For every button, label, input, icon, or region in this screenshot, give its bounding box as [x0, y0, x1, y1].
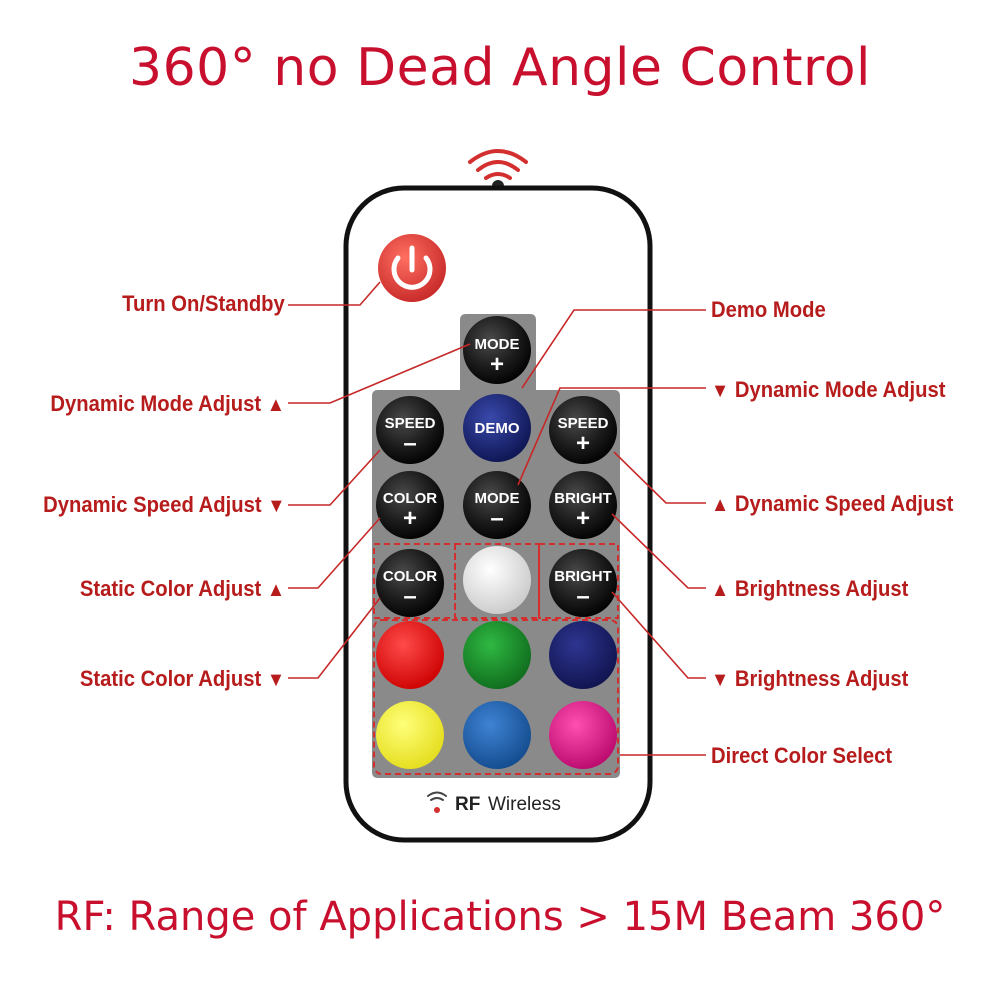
page-title: 360° no Dead Angle Control	[129, 38, 871, 98]
green-color-button[interactable]	[463, 621, 531, 689]
direct-color-region	[373, 619, 619, 775]
white-color-button[interactable]	[463, 546, 531, 614]
wireless-brand: Wireless	[488, 794, 561, 815]
color-minus-sign: –	[403, 583, 416, 610]
speed-minus-sign: –	[403, 430, 416, 457]
bright-plus-sign: +	[576, 505, 590, 532]
down-triangle-icon: ▼	[711, 380, 730, 402]
mode-plus-button[interactable]: MODE +	[463, 316, 531, 384]
bright-minus-sign: –	[576, 583, 589, 610]
down-triangle-icon: ▼	[266, 669, 285, 691]
red-color-button[interactable]	[376, 621, 444, 689]
static-color-region	[454, 543, 540, 619]
speed-plus-button[interactable]: SPEED +	[549, 396, 617, 464]
demo-button[interactable]: DEMO	[463, 394, 531, 462]
mode-plus-label: MODE	[475, 336, 520, 353]
color-plus-button[interactable]: COLOR +	[376, 471, 444, 539]
up-triangle-icon: ▲	[266, 394, 285, 416]
power-button[interactable]	[378, 234, 446, 302]
label-direct-color-select: Direct Color Select	[711, 743, 893, 768]
demo-label: DEMO	[475, 420, 520, 437]
label-dynamic-speed-up: ▲ Dynamic Speed Adjust	[711, 491, 954, 516]
yellow-color-button[interactable]	[376, 701, 444, 769]
mode-minus-sign: –	[490, 505, 503, 532]
mode-plus-sign: +	[490, 351, 504, 378]
label-static-color-down: Static Color Adjust ▼	[79, 666, 285, 691]
color-minus-label: COLOR	[383, 568, 437, 585]
up-triangle-icon: ▲	[266, 579, 285, 601]
page-footer: RF: Range of Applications > 15M Beam 360…	[54, 894, 946, 940]
navy-color-button[interactable]	[549, 621, 617, 689]
speed-minus-label: SPEED	[385, 415, 436, 432]
blue-color-button[interactable]	[463, 701, 531, 769]
bright-minus-button[interactable]: BRIGHT –	[549, 549, 617, 617]
signal-icon	[468, 149, 528, 180]
color-minus-button[interactable]: COLOR –	[376, 549, 444, 617]
up-triangle-icon: ▲	[711, 494, 730, 516]
speed-plus-sign: +	[576, 430, 590, 457]
up-triangle-icon: ▲	[711, 579, 730, 601]
speed-minus-button[interactable]: SPEED –	[376, 396, 444, 464]
label-brightness-up: ▲ Brightness Adjust	[711, 576, 909, 601]
label-dynamic-speed-down: Dynamic Speed Adjust ▼	[42, 492, 285, 517]
label-dynamic-mode-down: ▼ Dynamic Mode Adjust	[711, 377, 946, 402]
speed-plus-label: SPEED	[558, 415, 609, 432]
label-brightness-down: ▼ Brightness Adjust	[711, 666, 909, 691]
wifi-icon	[427, 791, 447, 801]
magenta-color-button[interactable]	[549, 701, 617, 769]
color-plus-sign: +	[403, 505, 417, 532]
bright-plus-button[interactable]: BRIGHT +	[549, 471, 617, 539]
down-triangle-icon: ▼	[266, 495, 285, 517]
label-demo-mode: Demo Mode	[711, 297, 826, 322]
power-icon	[391, 245, 433, 290]
bright-minus-label: BRIGHT	[554, 568, 612, 585]
label-dynamic-mode-up: Dynamic Mode Adjust ▲	[50, 391, 285, 416]
rf-brand: RF	[455, 794, 480, 815]
label-static-color-up: Static Color Adjust ▲	[79, 576, 285, 601]
bright-plus-label: BRIGHT	[554, 490, 612, 507]
label-turn-on-standby: Turn On/Standby	[122, 291, 285, 316]
mode-minus-label: MODE	[475, 490, 520, 507]
mode-minus-button[interactable]: MODE –	[463, 471, 531, 539]
callout-lines	[288, 281, 706, 756]
down-triangle-icon: ▼	[711, 669, 730, 691]
color-plus-label: COLOR	[383, 490, 437, 507]
